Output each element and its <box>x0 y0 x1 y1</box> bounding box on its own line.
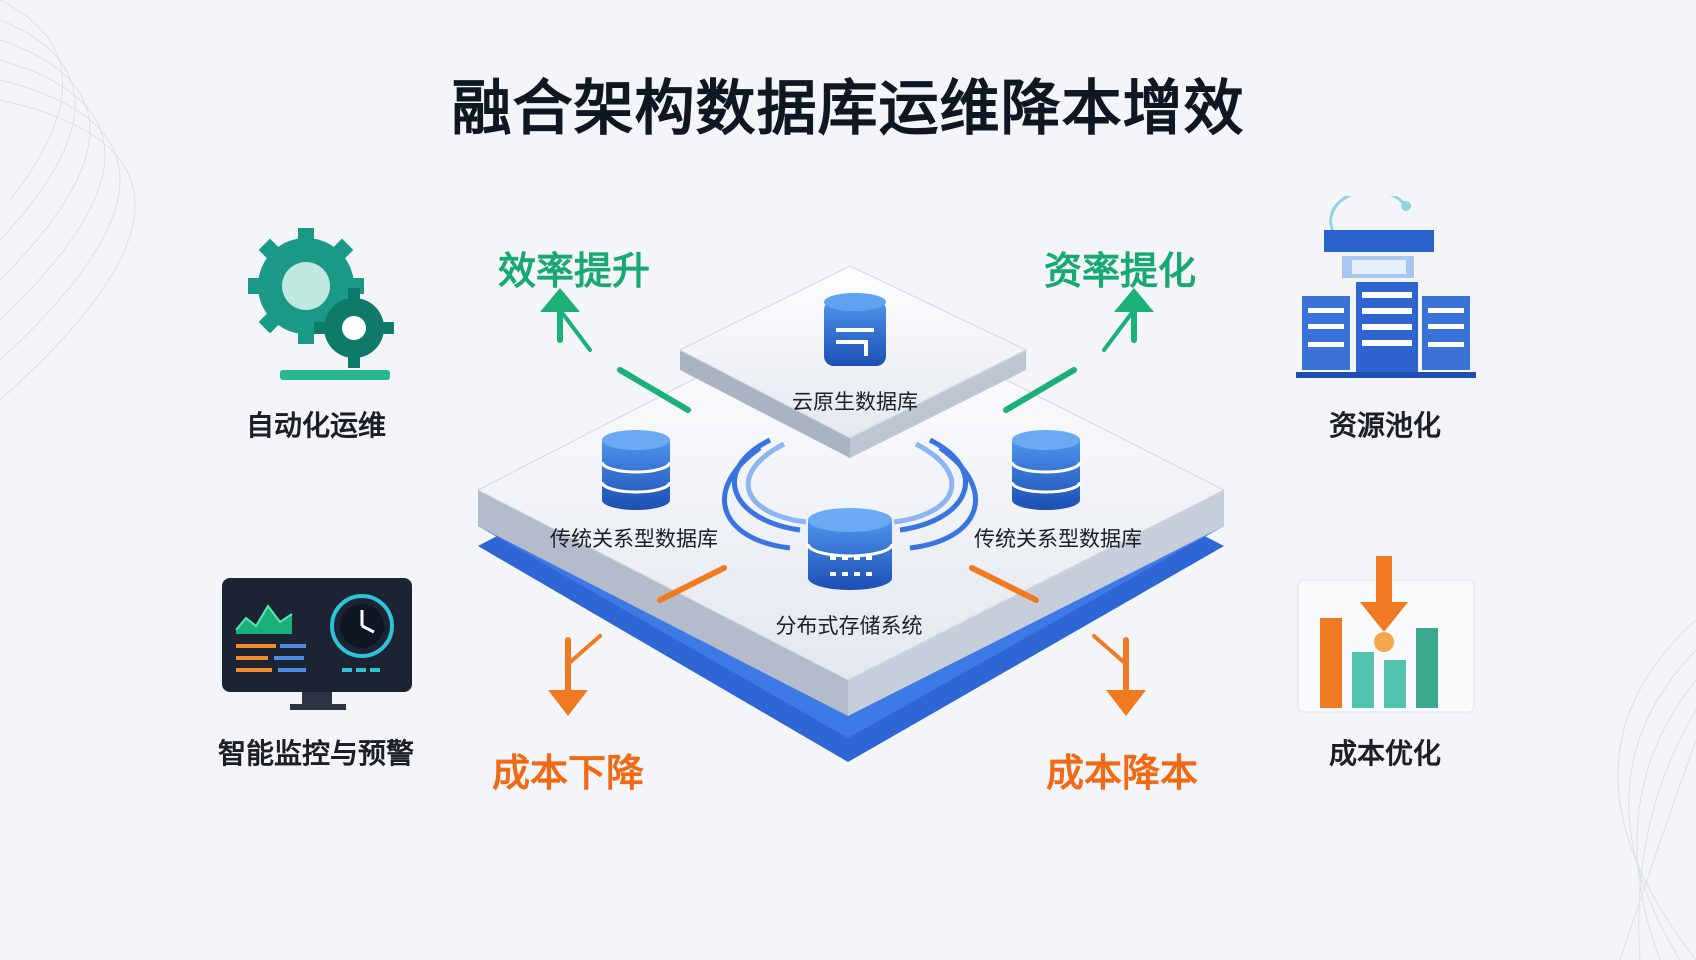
relational-database-left-label: 传统关系型数据库 <box>550 527 718 551</box>
automation-label: 自动化运维 <box>245 409 386 442</box>
relational-database-right-label: 传统关系型数据库 <box>974 527 1142 551</box>
cost-reduce-label: 成本降本 <box>1045 751 1198 795</box>
page-title: 融合架构数据库运维降本增效 <box>451 74 1245 144</box>
cost-chart-icon <box>1297 556 1475 713</box>
arrow-down-right-icon <box>969 565 1146 716</box>
gear-icon <box>248 228 394 380</box>
arrow-up-left-icon <box>540 288 691 413</box>
efficiency-label: 效率提升 <box>497 249 650 293</box>
pooling-label: 资源池化 <box>1328 409 1441 442</box>
cloud-database-label: 云原生数据库 <box>792 390 918 414</box>
server-rack-icon <box>1296 196 1476 378</box>
monitor-icon <box>222 578 412 710</box>
data-flow-lines <box>721 437 979 551</box>
monitoring-label: 智能监控与预警 <box>217 737 414 770</box>
resource-label: 资率提化 <box>1043 249 1196 293</box>
cost-down-label: 成本下降 <box>491 751 644 795</box>
arrow-down-left-icon <box>548 565 727 716</box>
cloud-database-icon <box>824 293 886 366</box>
relational-database-left-icon <box>600 430 672 510</box>
distributed-storage-label: 分布式存储系统 <box>775 614 923 638</box>
arrow-up-right-icon <box>1003 288 1154 413</box>
cost-optimization-label: 成本优化 <box>1328 737 1441 770</box>
relational-database-right-icon <box>1010 430 1082 510</box>
distributed-storage-icon <box>806 508 894 590</box>
